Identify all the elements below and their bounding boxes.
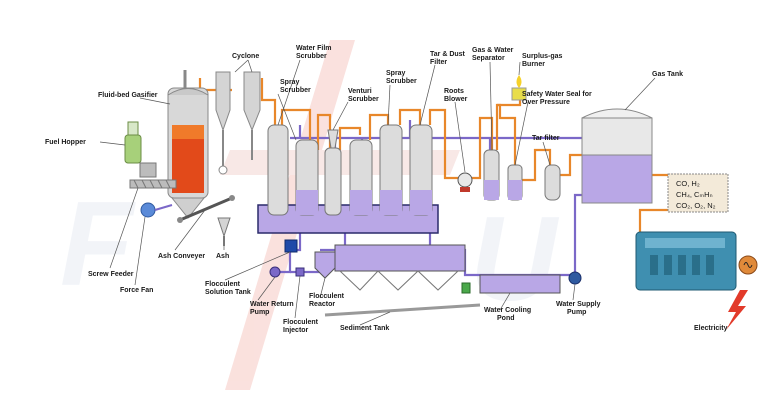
- label-water-return-1: Water Return: [250, 301, 294, 308]
- label-gas-tank: Gas Tank: [652, 71, 683, 78]
- fuel-hopper: [124, 121, 157, 178]
- label-spray-b-2: Scrubber: [386, 78, 417, 85]
- gas-water-separator: [483, 149, 500, 201]
- label-screw-feeder: Screw Feeder: [88, 271, 134, 278]
- surplus-gas-burner: [511, 75, 527, 101]
- label-tar-dust-1: Tar & Dust: [430, 51, 466, 58]
- watermark-lettering: F: [60, 177, 136, 311]
- label-sediment-tank: Sediment Tank: [340, 325, 389, 332]
- labels: Fluid-bed Gasifier Cyclone Fuel Hopper W…: [45, 45, 728, 334]
- svg-text:U: U: [470, 192, 560, 326]
- gas-line-3: CO₂, O₂, N₂: [676, 201, 716, 210]
- label-roots-2: Blower: [444, 96, 468, 103]
- label-force-fan: Force Fan: [120, 287, 153, 294]
- flocculent-reactor: [314, 251, 336, 279]
- label-ash-conveyer: Ash Conveyer: [158, 253, 205, 260]
- gas-composition-box: CO, H₂ CH₄, CₘHₙ CO₂, O₂, N₂: [667, 173, 729, 213]
- label-fuel-hopper: Fuel Hopper: [45, 139, 86, 146]
- label-venturi-1: Venturi: [348, 88, 372, 95]
- ash-conveyer: [177, 195, 235, 223]
- label-spray-b-1: Spray: [386, 70, 406, 77]
- label-flocculent-injector-1: Flocculent: [283, 319, 319, 326]
- gas-engine-generator: [635, 231, 758, 291]
- label-flocculent-injector-2: Injector: [283, 327, 309, 334]
- label-gas-water-1: Gas & Water: [472, 47, 514, 54]
- fluid-bed-gasifier: [167, 70, 209, 219]
- label-tar-dust-2: Filter: [430, 59, 447, 66]
- label-spray-a-2: Scrubber: [280, 87, 311, 94]
- label-water-film-1: Water Film: [296, 45, 332, 52]
- label-flocculent-tank-2: Solution Tank: [205, 289, 251, 296]
- cyclone: [215, 71, 261, 175]
- sediment-tank: [324, 244, 481, 317]
- label-cooling-pond-2: Pond: [497, 315, 515, 322]
- gas-line-2: CH₄, CₘHₙ: [676, 190, 713, 199]
- label-water-supply-2: Pump: [567, 309, 586, 316]
- label-surplus-2: Burner: [522, 61, 545, 68]
- label-water-return-2: Pump: [250, 309, 269, 316]
- screw-feeder: [129, 179, 177, 189]
- ash-collector: [217, 217, 231, 246]
- label-safety-1: Safety Water Seal for: [522, 91, 592, 98]
- label-flocculent-reactor-1: Flocculent: [309, 293, 345, 300]
- force-fan: [140, 202, 173, 218]
- label-flocculent-reactor-2: Reactor: [309, 301, 335, 308]
- label-roots-1: Roots: [444, 88, 464, 95]
- lightning-icon: [726, 290, 748, 330]
- leader-lines: [99, 59, 656, 326]
- gas-tank: [581, 108, 653, 204]
- scrubber-columns: [267, 124, 433, 216]
- label-cyclone: Cyclone: [232, 53, 259, 60]
- label-venturi-2: Scrubber: [348, 96, 379, 103]
- safety-water-seal: [507, 164, 523, 201]
- label-surplus-1: Surplus-gas: [522, 53, 563, 60]
- label-electricity: Electricity: [694, 325, 728, 332]
- tar-filter: [544, 164, 561, 201]
- water-supply-pump: [568, 271, 582, 285]
- venturi-scrubber: [324, 147, 342, 216]
- water-return-pump: [269, 266, 281, 278]
- label-cooling-pond-1: Water Cooling: [484, 307, 531, 314]
- label-ash: Ash: [216, 253, 229, 260]
- label-flocculent-tank-1: Flocculent: [205, 281, 241, 288]
- label-spray-a-1: Spray: [280, 79, 300, 86]
- roots-blower: [457, 172, 473, 192]
- flocculent-injector: [295, 267, 305, 277]
- water-film-scrubber: [267, 124, 289, 216]
- label-water-supply-1: Water Supply: [556, 301, 601, 308]
- label-tar-filter: Tar filter: [532, 135, 560, 142]
- level-indicator: [461, 282, 471, 294]
- label-safety-2: Over Pressure: [522, 99, 570, 106]
- gas-line-1: CO, H₂: [676, 179, 700, 188]
- water-cooling-pond: [479, 274, 561, 294]
- flocculent-solution-tank: [284, 239, 298, 253]
- label-gas-water-2: Separator: [472, 55, 505, 62]
- label-water-film-2: Scrubber: [296, 53, 327, 60]
- label-fluid-bed-gasifier: Fluid-bed Gasifier: [98, 92, 158, 99]
